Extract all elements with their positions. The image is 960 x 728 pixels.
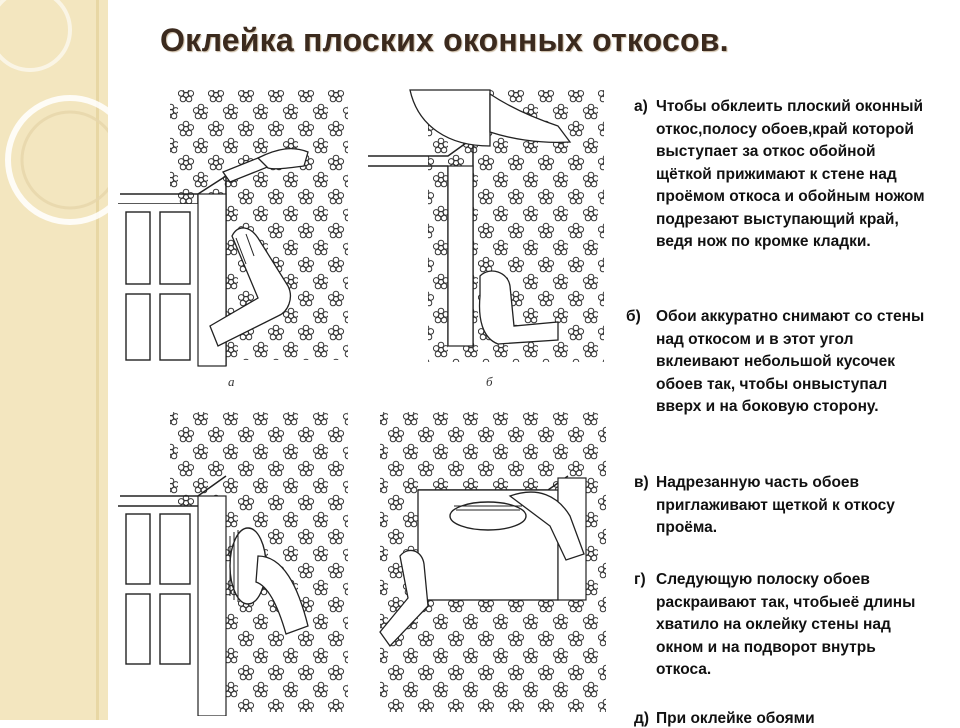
band-stripe	[96, 0, 99, 720]
step-b-text: Обои аккуратно снимают со стены над отко…	[656, 308, 925, 415]
caption-a: а	[228, 374, 235, 389]
illustration-c	[118, 412, 348, 716]
illustration-b	[368, 89, 604, 362]
step-e: д) При оклейке обоями	[634, 708, 934, 728]
step-a: а) Чтобы обклеить плоский оконный откос,…	[634, 96, 934, 254]
illustration-d	[379, 412, 606, 712]
step-e-text: При оклейке обоями	[656, 710, 815, 727]
step-c-text: Надрезанную часть обоев приглаживают щет…	[656, 474, 895, 536]
step-d-text: Следующую полоску обоев раскраивают так,…	[656, 571, 916, 678]
step-c: в) Надрезанную часть обоев приглаживают …	[634, 472, 934, 540]
decorative-side-band	[0, 0, 108, 720]
caption-b: б	[486, 374, 493, 389]
step-e-letter: д)	[634, 710, 650, 727]
step-b-letter: б)	[626, 308, 641, 325]
step-d-letter: г)	[634, 571, 646, 588]
illustration-grid: а б	[118, 89, 606, 716]
slide-title: Оклейка плоских оконных откосов.	[160, 22, 729, 58]
step-c-letter: в)	[634, 474, 649, 491]
illustration-a	[118, 90, 348, 367]
step-a-letter: а)	[634, 98, 648, 115]
step-a-text: Чтобы обклеить плоский оконный откос,пол…	[656, 98, 925, 250]
step-d: г) Следующую полоску обоев раскраивают т…	[634, 569, 934, 682]
decorative-rings	[0, 0, 108, 225]
step-b: б) Обои аккуратно снимают со стены над о…	[626, 306, 936, 419]
